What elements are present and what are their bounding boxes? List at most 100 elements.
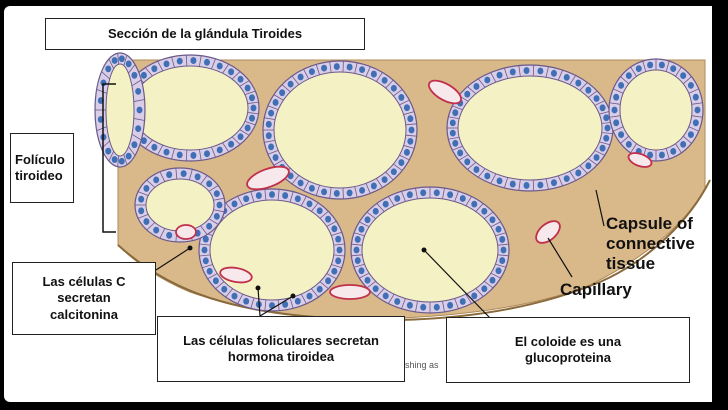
- cell-nucleus: [382, 292, 389, 300]
- cell-nucleus: [279, 89, 286, 97]
- cell-border: [366, 281, 376, 289]
- cell-nucleus: [249, 114, 256, 122]
- cell-nucleus: [433, 189, 440, 197]
- cell-nucleus: [394, 195, 401, 202]
- colloid-label-box: El coloide es una glucoproteina: [446, 317, 690, 383]
- cell-border: [588, 158, 598, 166]
- cell-border: [267, 150, 279, 155]
- cell-border: [442, 187, 445, 199]
- cell-border: [359, 221, 370, 228]
- cell-border: [145, 67, 153, 77]
- cell-nucleus: [484, 76, 491, 84]
- cell-nucleus: [243, 297, 250, 305]
- cell-border: [688, 88, 699, 94]
- cell-nucleus: [452, 139, 459, 147]
- cell-nucleus: [473, 83, 480, 90]
- cell-nucleus: [452, 109, 459, 117]
- cell-nucleus: [151, 65, 158, 73]
- cell-border: [225, 288, 233, 298]
- cell-border: [185, 149, 188, 161]
- cell-nucleus: [216, 201, 223, 209]
- diagram-title-text: Sección de la glándula Tiroides: [107, 25, 303, 41]
- cell-border: [365, 183, 371, 194]
- cell-border: [503, 177, 509, 189]
- cell-border: [688, 126, 699, 132]
- cell-border: [300, 196, 307, 207]
- cell-nucleus: [346, 189, 353, 197]
- cell-border: [315, 64, 320, 75]
- capillary: [329, 284, 371, 300]
- cell-nucleus: [231, 200, 238, 208]
- capsule-outline: [117, 179, 711, 322]
- cell-border: [467, 86, 477, 95]
- follicle-label-line2: tiroideo: [15, 168, 63, 183]
- follicular-pointer-line-2: [259, 295, 294, 317]
- cell-nucleus: [203, 150, 210, 158]
- cell-nucleus: [473, 166, 480, 173]
- cell-nucleus: [407, 137, 414, 145]
- cell-nucleus: [599, 144, 606, 152]
- cell-border: [331, 264, 342, 269]
- cell-nucleus: [358, 267, 365, 275]
- follicular-pointer-dot-1: [255, 285, 261, 291]
- cell-border: [131, 79, 142, 87]
- cell-border: [137, 214, 149, 219]
- cell-border: [613, 126, 624, 132]
- cell-nucleus: [269, 191, 275, 198]
- cell-border: [465, 196, 472, 206]
- cell-border: [264, 139, 276, 143]
- cell-border: [448, 136, 460, 140]
- cell-nucleus: [201, 246, 208, 254]
- cell-nucleus: [282, 192, 289, 199]
- cell-border: [399, 99, 410, 106]
- cell-border: [157, 60, 164, 72]
- cell-nucleus: [244, 124, 251, 132]
- cell-nucleus: [282, 301, 289, 308]
- cell-border: [401, 191, 406, 202]
- cell-border: [277, 189, 280, 201]
- cell-nucleus: [125, 60, 132, 68]
- cell-nucleus: [228, 68, 235, 76]
- cell-nucleus: [151, 143, 158, 151]
- cell-border: [365, 66, 371, 77]
- cell-nucleus: [202, 257, 209, 265]
- cell-border: [620, 135, 630, 144]
- cell-border: [185, 55, 188, 67]
- cell-border: [609, 102, 621, 105]
- cell-nucleus: [406, 191, 413, 199]
- cell-border: [353, 232, 365, 237]
- capillary: [428, 79, 462, 105]
- cell-border: [518, 65, 521, 77]
- cell-border: [388, 196, 395, 206]
- cell-border: [682, 135, 692, 144]
- cell-border: [326, 220, 337, 227]
- cell-nucleus: [403, 148, 410, 156]
- cell-border: [385, 79, 394, 89]
- ccell-pointer-dot: [187, 245, 193, 251]
- cell-nucleus: [202, 235, 209, 243]
- cell-nucleus: [575, 169, 582, 177]
- cell-nucleus: [294, 195, 301, 203]
- cell-border: [128, 64, 136, 74]
- cell-border: [133, 99, 145, 102]
- cell-nucleus: [613, 119, 620, 127]
- cell-border: [609, 115, 621, 118]
- cell-border: [117, 155, 120, 167]
- cell-border: [108, 58, 115, 70]
- cell-border: [264, 189, 267, 201]
- cell-nucleus: [471, 292, 478, 300]
- cell-nucleus: [353, 246, 360, 254]
- cell-border: [475, 203, 484, 212]
- cell-nucleus: [489, 276, 496, 284]
- cell-nucleus: [336, 246, 343, 254]
- cell-nucleus: [407, 115, 414, 123]
- cell-nucleus: [244, 84, 251, 92]
- colloid-pointer-line: [423, 249, 491, 319]
- cell-border: [594, 100, 605, 106]
- cell-nucleus: [611, 106, 618, 114]
- cell-border: [215, 281, 225, 290]
- cell-border: [128, 146, 136, 156]
- cell-border: [117, 53, 120, 65]
- cell-border: [393, 89, 403, 97]
- capsule-label-line1: Capsule of: [606, 214, 693, 233]
